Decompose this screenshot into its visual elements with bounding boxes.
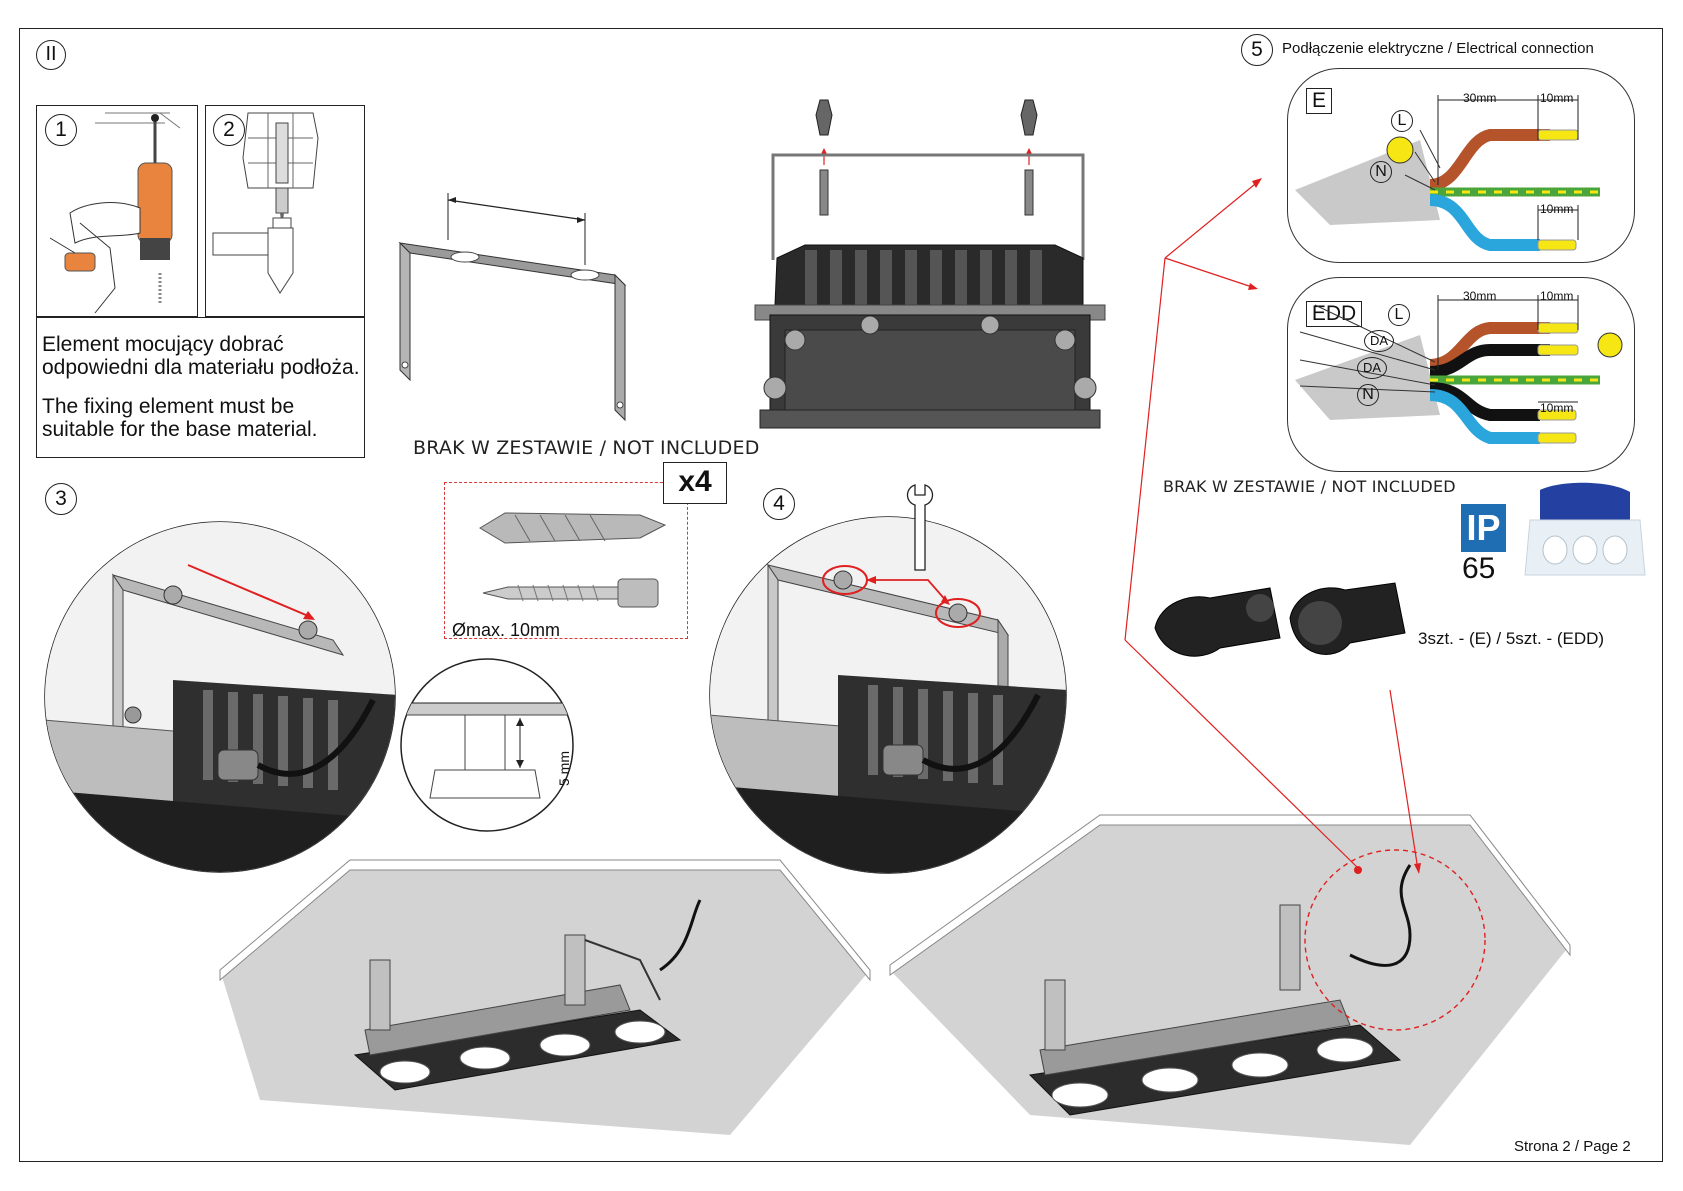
ceiling-install-left (219, 859, 871, 1135)
fixing-note-en-line2: suitable for the base material. (42, 418, 318, 441)
step4-detail (709, 516, 1067, 874)
edd-strip-30-label: 30mm (1463, 289, 1497, 303)
anchor-kit-box (444, 482, 688, 639)
edd-wire-l-tag: L (1388, 304, 1410, 326)
e-wire-l-tag: L (1391, 110, 1413, 132)
step-2-number: 2 (213, 114, 245, 146)
variant-e-label: E (1306, 88, 1332, 114)
drill-illustration (49, 112, 181, 314)
fixing-note-pl-line2: odpowiedni dla materiału podłoża. (42, 356, 360, 379)
edd-wire-da1-tag: DA (1364, 330, 1394, 352)
e-strip-30-label: 30mm (1463, 91, 1497, 105)
mounting-bracket (398, 193, 627, 422)
gel-connector-icon (1524, 482, 1646, 576)
wrench-icon (906, 484, 934, 571)
ip-rating-value: 65 (1462, 552, 1496, 585)
fixing-note-en-line1: The fixing element must be (42, 395, 295, 418)
e-strip-10b-label: 10mm (1540, 202, 1574, 216)
step3-detail (44, 521, 396, 873)
step-1-number: 1 (45, 114, 77, 146)
wall-plug-icon (479, 512, 667, 544)
cable-connectors (1154, 582, 1406, 657)
quantity-badge: x4 (663, 462, 727, 504)
edd-strip-10b-label: 10mm (1540, 401, 1574, 415)
anchor-illustration (212, 112, 319, 294)
electrical-title: Podłączenie elektryczne / Electrical con… (1282, 40, 1594, 57)
ip-rating-badge: IP (1461, 504, 1506, 552)
step-5-number: 5 (1241, 34, 1273, 66)
edd-strip-10-label: 10mm (1540, 289, 1574, 303)
wiring-e-diagram (1295, 95, 1600, 251)
fixing-note-pl-line1: Element mocujący dobrać (42, 333, 284, 356)
page-footer: Strona 2 / Page 2 (1514, 1138, 1631, 1155)
ceiling-install-right (889, 814, 1571, 1145)
lamp-front-view (754, 99, 1106, 429)
screw-icon (482, 578, 659, 608)
wiring-edd-diagram (1295, 295, 1623, 444)
diameter-label: Ømax. 10mm (452, 620, 561, 640)
not-included-label: BRAK W ZESTAWIE / NOT INCLUDED (413, 437, 760, 459)
nut-gap-detail (400, 658, 574, 832)
step-4-number: 4 (763, 488, 795, 520)
fixing-note-panel (36, 317, 365, 458)
part-label: II (36, 40, 66, 70)
connector-count-label: 3szt. - (E) / 5szt. - (EDD) (1418, 629, 1605, 648)
step-3-number: 3 (45, 483, 77, 515)
e-wire-n-tag: N (1370, 161, 1392, 183)
electrical-not-included-label: BRAK W ZESTAWIE / NOT INCLUDED (1163, 477, 1456, 496)
page-frame (19, 28, 1663, 1162)
edd-wire-n-tag: N (1357, 384, 1379, 406)
edd-wire-da2-tag: DA (1357, 357, 1387, 379)
e-strip-10-label: 10mm (1540, 91, 1574, 105)
